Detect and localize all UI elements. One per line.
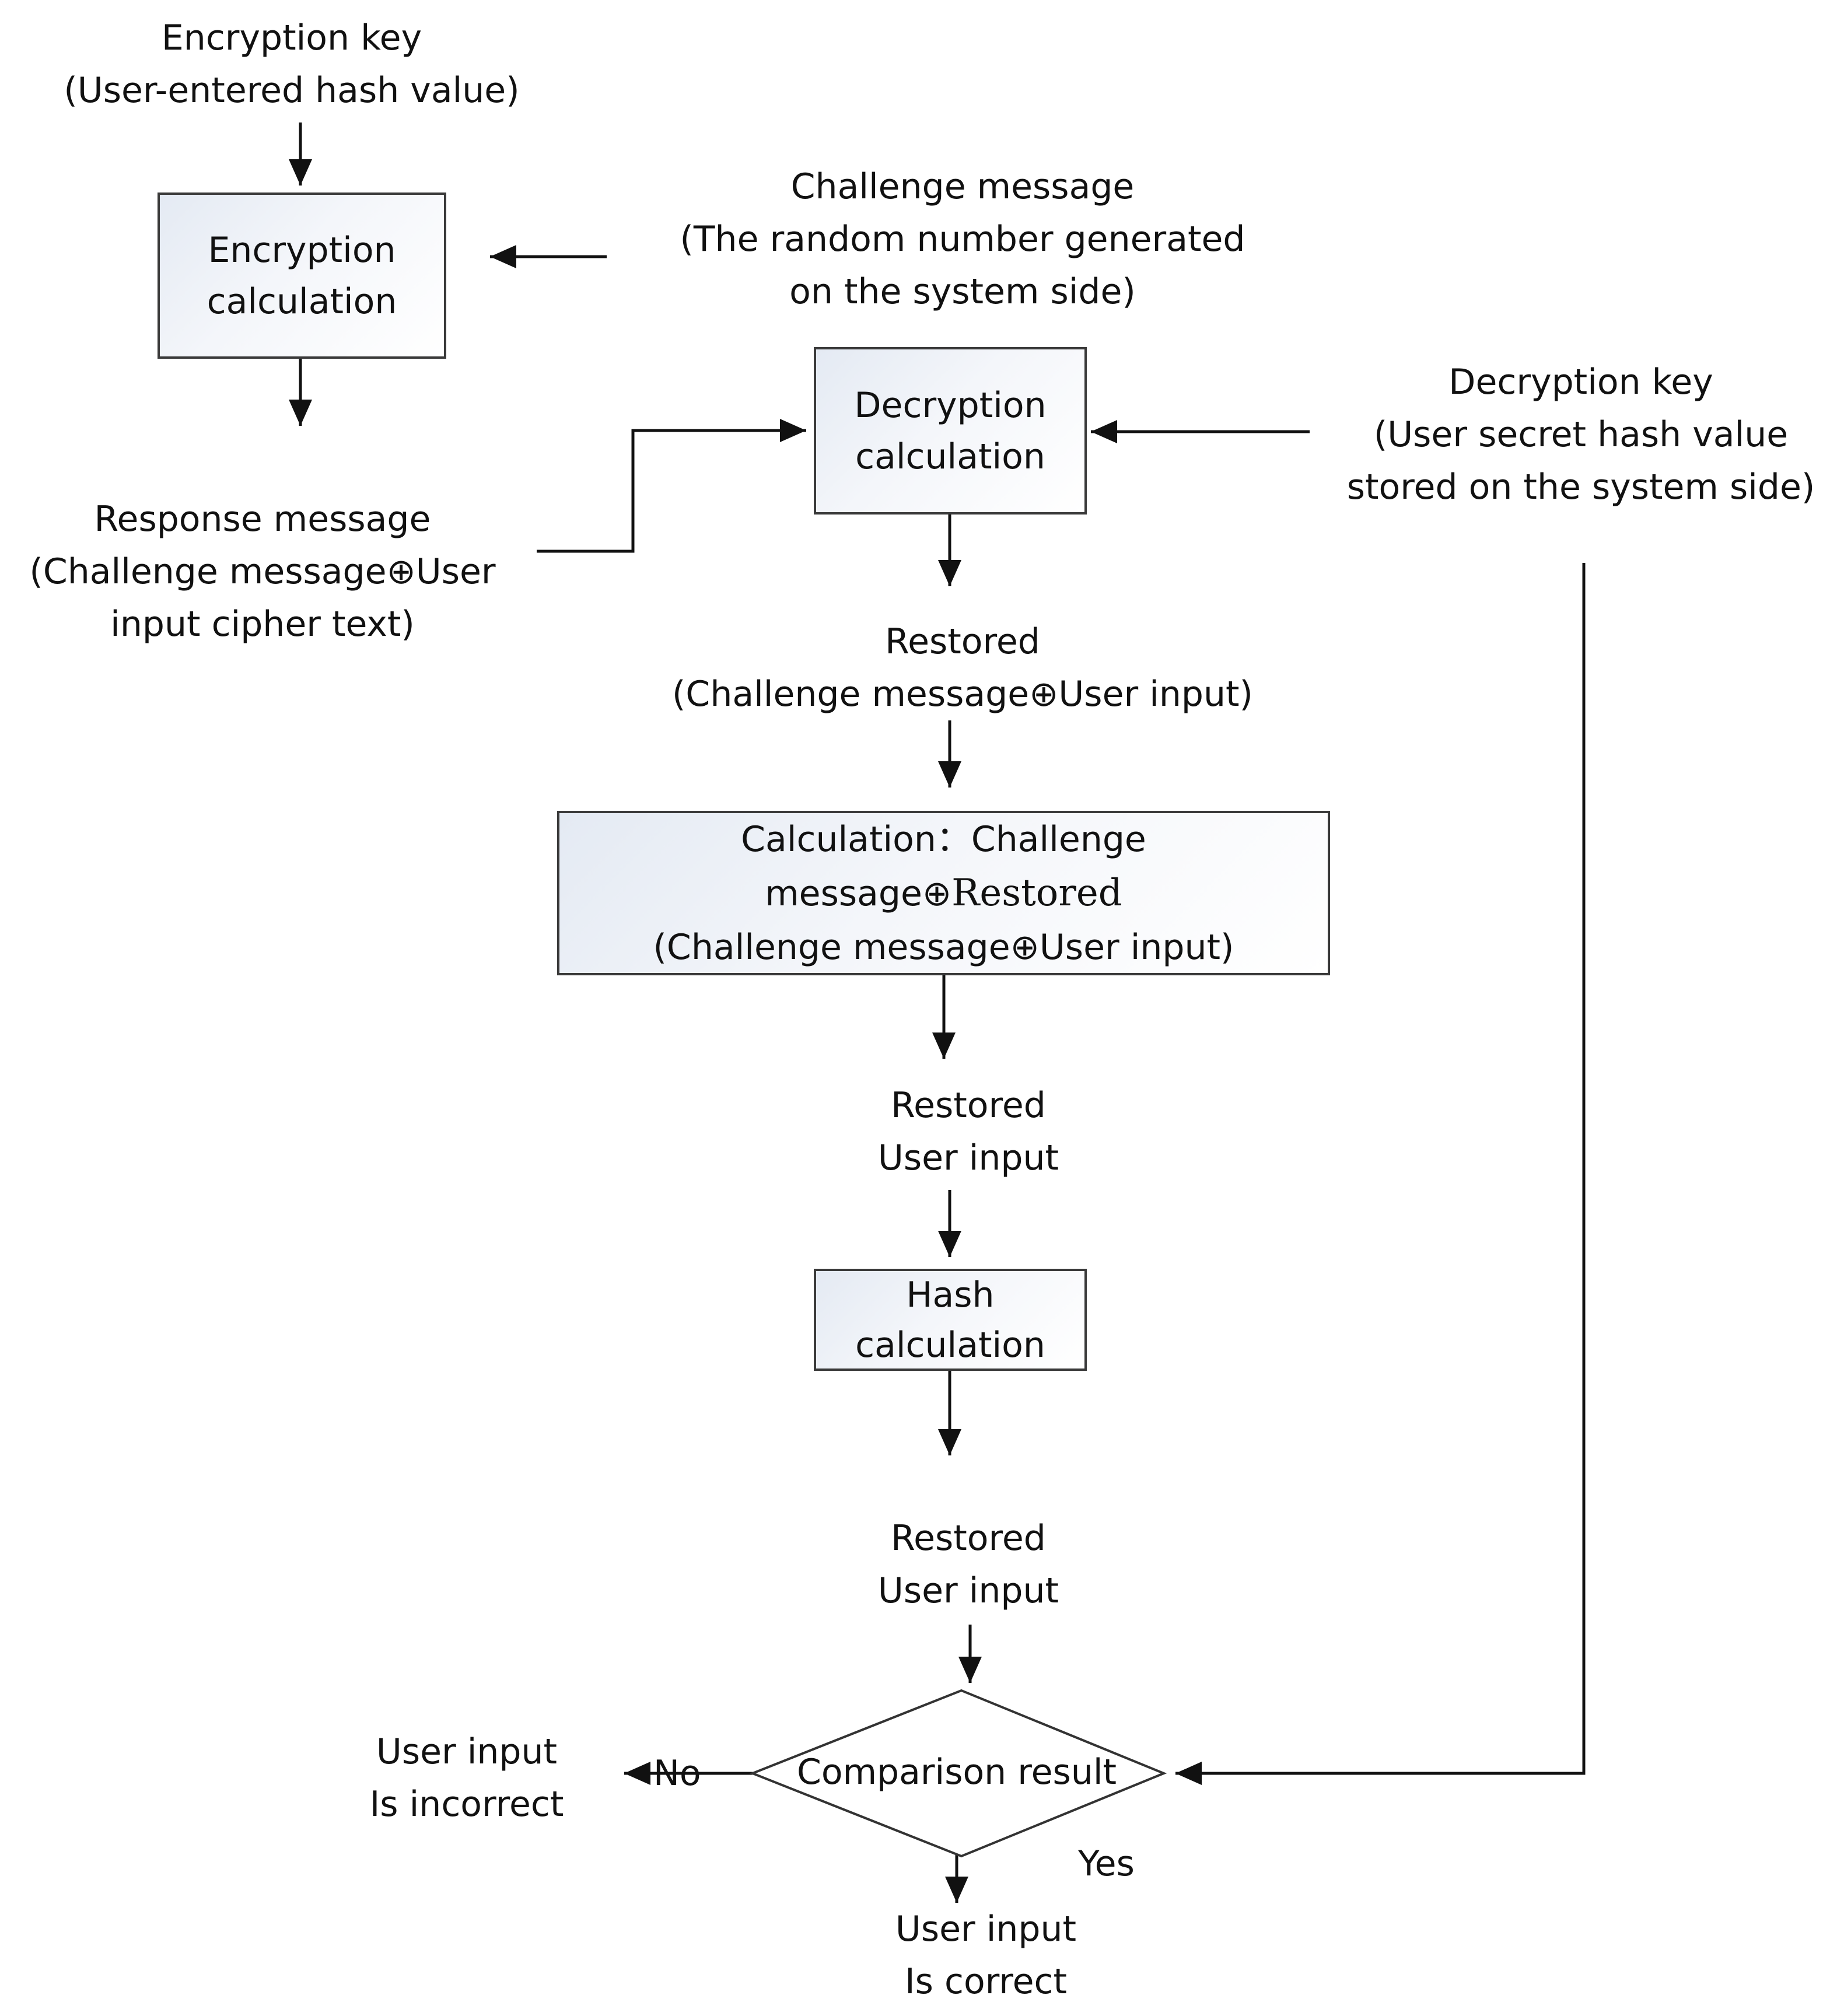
decryption-box-line1: Decryption xyxy=(854,384,1047,426)
response-title: Response message xyxy=(94,499,431,540)
correct-line2: Is correct xyxy=(904,1961,1068,2002)
arrow-response-to-decryption xyxy=(537,419,806,553)
decryption-key-label: Decryption key (User secret hash value s… xyxy=(1324,356,1837,513)
response-message-label: Response message (Challenge message⊕User… xyxy=(12,493,513,650)
response-note-2: input cipher text) xyxy=(110,604,415,645)
restored-note-2: User input xyxy=(877,1138,1059,1178)
comparison-diamond xyxy=(749,1689,1167,1858)
challenge-title: Challenge message xyxy=(790,166,1135,207)
yes-branch-label: Yes xyxy=(1078,1843,1135,1884)
calculation-line2-a: message⊕ xyxy=(765,873,952,914)
challenge-note-2: on the system side) xyxy=(789,271,1136,312)
decryption-calculation-box: Decryption calculation xyxy=(814,347,1087,514)
restored-title-3: Restored xyxy=(891,1518,1046,1559)
encryption-calculation-box: Encryption calculation xyxy=(158,192,446,359)
calculation-line1: Calculation：Challenge xyxy=(741,818,1146,860)
decryption-key-note-2: stored on the system side) xyxy=(1346,467,1815,508)
challenge-note-1: (The random number generated xyxy=(680,219,1245,260)
restored-title-1: Restored xyxy=(885,621,1040,662)
calculation-line2-b: Restored xyxy=(951,871,1122,915)
encryption-key-note: (User-entered hash value) xyxy=(64,70,520,111)
hash-box-line2: calculation xyxy=(855,1324,1045,1366)
decryption-key-note-1: (User secret hash value xyxy=(1373,414,1789,455)
restored-hashed-input-label: Restored User input xyxy=(793,1512,1143,1617)
response-note-1: (Challenge message⊕User xyxy=(29,551,496,592)
decryption-box-line2: calculation xyxy=(855,436,1045,477)
encryption-key-label: Encryption key (User-entered hash value) xyxy=(58,12,525,117)
encryption-key-title: Encryption key xyxy=(161,18,422,58)
arrow-key-to-comparison xyxy=(1175,563,1586,1785)
restored-challenge-label: Restored (Challenge message⊕User input) xyxy=(636,615,1289,720)
restored-note-1: (Challenge message⊕User input) xyxy=(672,674,1253,715)
calculation-line3: (Challenge message⊕User input) xyxy=(653,926,1234,968)
restored-user-input-label: Restored User input xyxy=(793,1079,1143,1184)
calculation-line2: message⊕Restored xyxy=(765,866,1122,921)
decryption-key-title: Decryption key xyxy=(1448,362,1713,402)
hash-calculation-box: Hash calculation xyxy=(814,1269,1087,1371)
hash-box-line1: Hash xyxy=(906,1274,995,1315)
restored-title-2: Restored xyxy=(891,1085,1046,1126)
incorrect-result-label: User input Is incorrect xyxy=(344,1726,589,1831)
comparison-result-label: Comparison result xyxy=(796,1752,1117,1793)
incorrect-line2: Is incorrect xyxy=(369,1784,564,1825)
challenge-message-label: Challenge message (The random number gen… xyxy=(642,160,1283,318)
incorrect-line1: User input xyxy=(376,1731,558,1772)
correct-result-label: User input Is correct xyxy=(858,1903,1114,2008)
encryption-box-line2: calculation xyxy=(207,281,397,322)
challenge-calculation-box: Calculation：Challenge message⊕Restored (… xyxy=(557,811,1330,975)
encryption-box-line1: Encryption xyxy=(208,229,396,271)
correct-line1: User input xyxy=(895,1909,1077,1950)
no-branch-label: No xyxy=(653,1753,701,1794)
restored-note-3: User input xyxy=(877,1570,1059,1611)
